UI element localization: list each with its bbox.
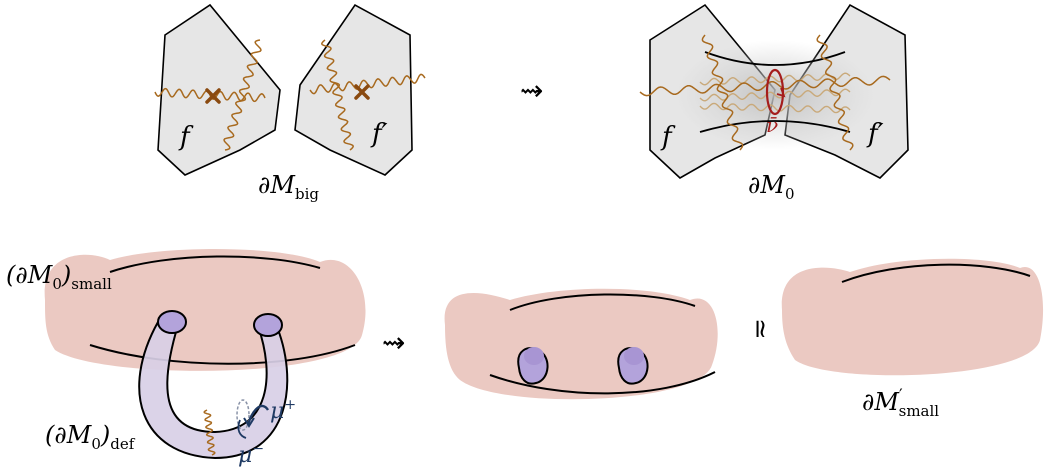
torus-middle-bottom-curve <box>489 371 716 395</box>
faded-wavy-1 <box>699 72 851 86</box>
disk-left-top <box>524 347 544 365</box>
torus-small-body <box>44 248 366 371</box>
torus-middle-body <box>444 288 718 400</box>
torus-small-bottom-curve <box>89 344 356 365</box>
neck-lower-curve <box>699 120 851 133</box>
label-dm0-def: (∂M0)def <box>45 421 136 453</box>
label-dm0-small: (∂M0)small <box>6 261 112 293</box>
cross-marker-left <box>205 88 221 104</box>
wavy-edge-through-neck-1 <box>639 75 891 97</box>
face-label-f-prime-glued: f′ <box>866 119 884 149</box>
bottom-middle-panel <box>444 288 718 400</box>
wavy-edge-right-vertical <box>320 39 355 151</box>
wavy-edge-through-neck-3 <box>816 34 854 151</box>
nu-label: ν̄ <box>766 113 778 137</box>
mu-plus-arrowhead <box>243 417 255 428</box>
mu-faded-loop <box>236 399 250 431</box>
face-label-f-prime: f′ <box>370 119 388 149</box>
bottom-right-panel: ∂M′small <box>781 258 1044 420</box>
caption-dm-big: ∂Mbig <box>258 171 319 203</box>
top-right-panel: ν̄ f f′ ∂M0 <box>639 3 909 203</box>
torus-small-top-curve <box>109 255 321 273</box>
wavy-edge-right-horizontal <box>309 73 426 95</box>
wavy-edge-left-vertical <box>223 39 262 151</box>
handle-right-attach-disk <box>253 313 283 337</box>
disk-right-top <box>624 347 644 365</box>
handle-left-attach-disk <box>157 310 187 334</box>
meridian-nu-arrowhead <box>776 87 786 98</box>
caption-dm-small-prime: ∂M′small <box>862 385 939 420</box>
neck-upper-curve <box>704 51 846 66</box>
faded-wavy-3 <box>699 102 851 114</box>
caption-dm-0: ∂M0 <box>748 171 795 203</box>
top-transition-arrow: ⇝ <box>520 74 543 107</box>
mu-plus-label: μ+ <box>270 397 296 424</box>
homeomorphic-symbol: ≃ <box>745 318 775 340</box>
torus-right-top-curve <box>841 263 1031 283</box>
mu-minus-label: μ− <box>238 441 264 468</box>
torus-middle-top-curve <box>509 293 696 311</box>
cross-marker-right <box>354 84 370 100</box>
top-left-panel: f f′ ∂Mbig <box>154 3 426 203</box>
bottom-transition-arrow: ⇝ <box>382 326 405 359</box>
torus-right-body <box>781 258 1044 376</box>
wavy-edge-through-neck-2 <box>701 34 744 151</box>
mu-minus-arc <box>237 419 247 439</box>
face-f-prime-polygon <box>294 3 413 176</box>
handle-wavy-cut <box>203 409 216 456</box>
bottom-left-panel: μ+ μ− (∂M0)small (∂M0)def <box>6 248 366 468</box>
mu-plus-arc <box>246 404 270 426</box>
